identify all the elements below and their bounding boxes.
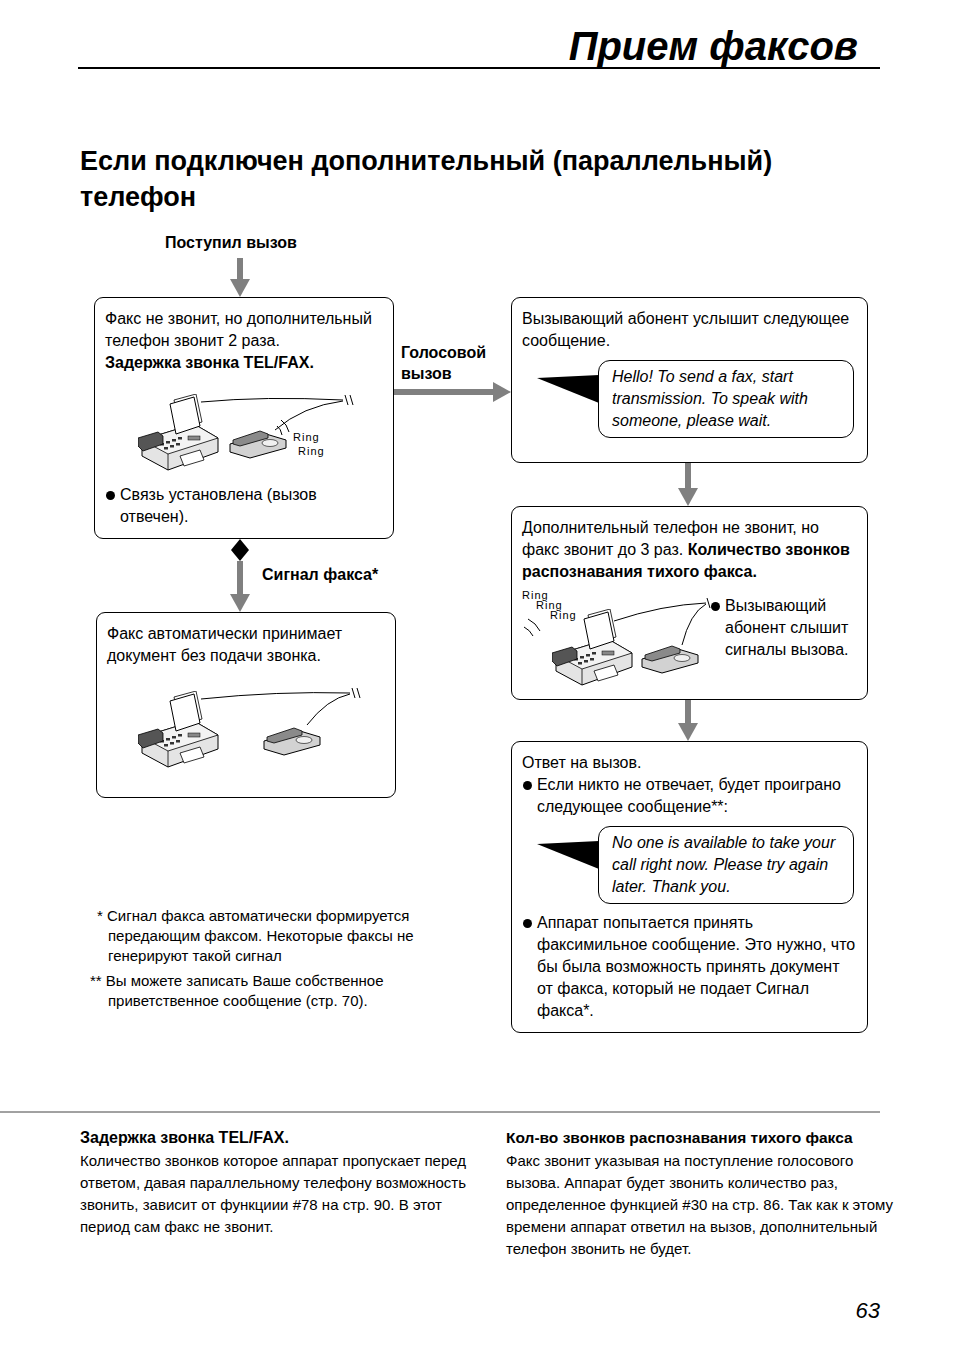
- section-heading: Задержка звонка TEL/FAX.: [80, 1127, 289, 1148]
- illustration-area: RingRing: [105, 374, 383, 484]
- bullet-item: Если никто не отвечает, будет проиграно …: [522, 774, 857, 818]
- node-text: Факс автоматически принимает документ бе…: [107, 623, 385, 667]
- phone-wire: [201, 398, 343, 402]
- ring-marks: [524, 619, 540, 636]
- phone-wire: [275, 401, 343, 430]
- bullet-dot: [106, 491, 115, 500]
- illustration-area: RingRingRing: [522, 589, 710, 689]
- node-text: Связь установлена (вызов отвечен).: [120, 486, 317, 525]
- footnote: * Сигнал факса автоматически формируется…: [90, 906, 486, 966]
- connector-shaft: [685, 463, 691, 490]
- bullet-item: Вызывающий абонент слышит сигналы вызова…: [710, 595, 857, 661]
- process-box: Факс не звонит, но дополнительный телефо…: [94, 297, 394, 539]
- bullet-dot: [711, 602, 720, 611]
- flow-connector: [394, 382, 511, 402]
- illustration-area: [107, 667, 385, 787]
- node-text: Если никто не отвечает, будет проиграно …: [537, 776, 841, 815]
- bullet-dot: [523, 781, 532, 790]
- speech-bubble: No one is available to take your call ri…: [598, 826, 854, 904]
- ring-marks: [277, 420, 289, 435]
- process-box: Факс автоматически принимает документ бе…: [96, 612, 396, 798]
- connector-shaft: [394, 389, 495, 395]
- fax-phone-illustration: [107, 667, 385, 787]
- fax-machine: [138, 691, 218, 767]
- fax-phone-illustration: [105, 374, 383, 484]
- message-box: Вызывающий абонент услышит следующее соо…: [511, 297, 868, 463]
- ring-text: Ring: [550, 609, 577, 621]
- connector-shaft: [237, 561, 243, 596]
- page-number: 63: [856, 1298, 880, 1324]
- arrow-head: [678, 488, 698, 506]
- footer-rule: [0, 1112, 880, 1113]
- section-text: Количество звонков которое аппарат пропу…: [80, 1150, 472, 1238]
- node-text: Вызывающий абонент услышит следующее соо…: [522, 308, 857, 352]
- flow-connector: [678, 700, 698, 741]
- start-arrow-head: [230, 279, 250, 297]
- wire-end: [345, 395, 353, 405]
- speech-pointer-shape: [537, 375, 599, 403]
- node-text: Hello! To send a fax, start transmission…: [612, 366, 843, 432]
- paragraph: Дополнительный телефон не звонит, но фак…: [522, 517, 857, 583]
- arrow-head: [678, 723, 698, 741]
- phone-wire: [682, 604, 706, 645]
- ring-text: Ring: [293, 431, 320, 443]
- node-text: Вызывающий абонент слышит сигналы вызова…: [725, 597, 849, 658]
- illustration-row: RingRingRingВызывающий абонент слышит си…: [522, 589, 857, 689]
- phone-wire: [201, 693, 350, 699]
- telephone: [264, 728, 320, 755]
- connector-shaft: [685, 700, 691, 725]
- telephone: [230, 431, 286, 458]
- node-text: No one is available to take your call ri…: [612, 832, 843, 898]
- section-heading: Кол-во звонков распознавания тихого факс…: [506, 1127, 853, 1148]
- node-text: Задержка звонка TEL/FAX.: [105, 352, 383, 374]
- flow-connector: [230, 539, 250, 612]
- speech-bubble: Hello! To send a fax, start transmission…: [598, 360, 854, 438]
- message-box: Ответ на вызов.Если никто не отвечает, б…: [511, 741, 868, 1033]
- flow-connector: [678, 463, 698, 506]
- diagram-title: Если подключен дополнительный (параллель…: [80, 143, 870, 215]
- edge-label: Голосовой вызов: [401, 342, 505, 384]
- arrow-head: [493, 382, 511, 402]
- ring-text: Ring: [298, 445, 325, 457]
- bullet-item: Аппарат попытается принять факсимильное …: [522, 912, 857, 1022]
- edge-label: Сигнал факса*: [262, 564, 378, 585]
- start-arrow-shaft: [237, 258, 243, 281]
- decision-diamond: [231, 539, 249, 561]
- speech-pointer: [537, 841, 599, 871]
- speech-pointer: [537, 375, 599, 405]
- page-header: Прием факсов: [569, 22, 858, 70]
- bullet-item: Связь установлена (вызов отвечен).: [105, 484, 383, 528]
- section-text: Факс звонит указывая на поступление голо…: [506, 1150, 906, 1260]
- phone-wire: [307, 694, 350, 725]
- telephone: [642, 646, 698, 673]
- wire-end: [352, 688, 360, 698]
- footnote: ** Вы можете записать Ваше собственное п…: [90, 971, 486, 1011]
- wire-end: [707, 598, 710, 608]
- node-text: Аппарат попытается принять факсимильное …: [537, 914, 855, 1019]
- bullet-dot: [523, 919, 532, 928]
- speech-pointer-shape: [537, 841, 599, 869]
- node-text: Факс не звонит, но дополнительный телефо…: [105, 308, 383, 352]
- fax-machine: [138, 394, 218, 470]
- start-label: Поступил вызов: [165, 232, 297, 253]
- message-box: Дополнительный телефон не звонит, но фак…: [511, 506, 868, 700]
- node-text: Ответ на вызов.: [522, 752, 857, 774]
- arrow-head: [230, 594, 250, 612]
